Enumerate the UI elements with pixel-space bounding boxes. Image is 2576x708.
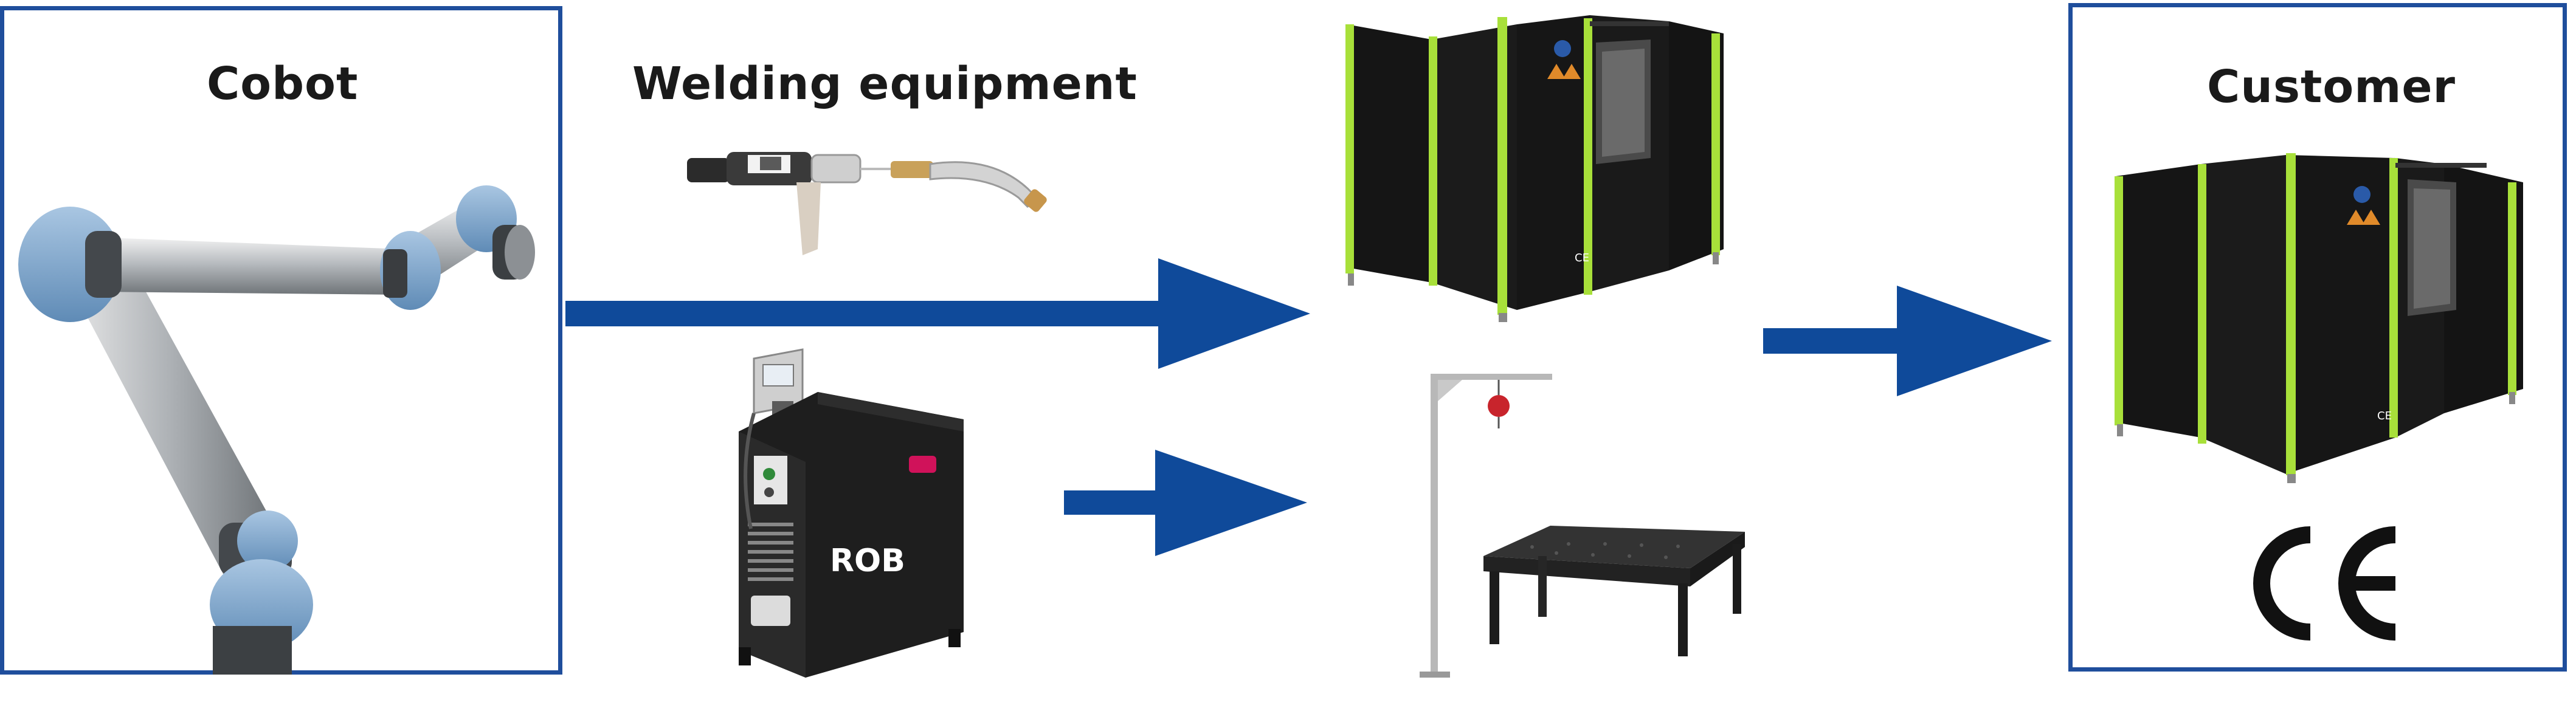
welding-equipment-label: Welding equipment (632, 58, 1138, 110)
customer-label: Customer (2207, 61, 2456, 113)
welding-table-icon (1483, 526, 1745, 656)
cobot-label: Cobot (207, 58, 359, 110)
customer-welding-cell-icon: CE (2115, 153, 2523, 483)
power-source-brand: ROB (830, 543, 905, 579)
welding-power-source-icon: ROB (739, 348, 964, 678)
ce-mark-icon (2253, 526, 2396, 641)
svg-text:CE: CE (2377, 410, 2392, 422)
welding-cell-icon: CE (1345, 15, 1724, 322)
arrow-to-cell (565, 258, 1310, 369)
arrow-to-accessories (1064, 450, 1307, 556)
welding-torch-icon (687, 152, 1047, 255)
jib-crane-balancer-icon (1420, 374, 1552, 678)
cobot-arm-icon (18, 185, 535, 675)
arrow-to-customer (1763, 286, 2052, 396)
svg-text:CE: CE (1575, 252, 1589, 264)
